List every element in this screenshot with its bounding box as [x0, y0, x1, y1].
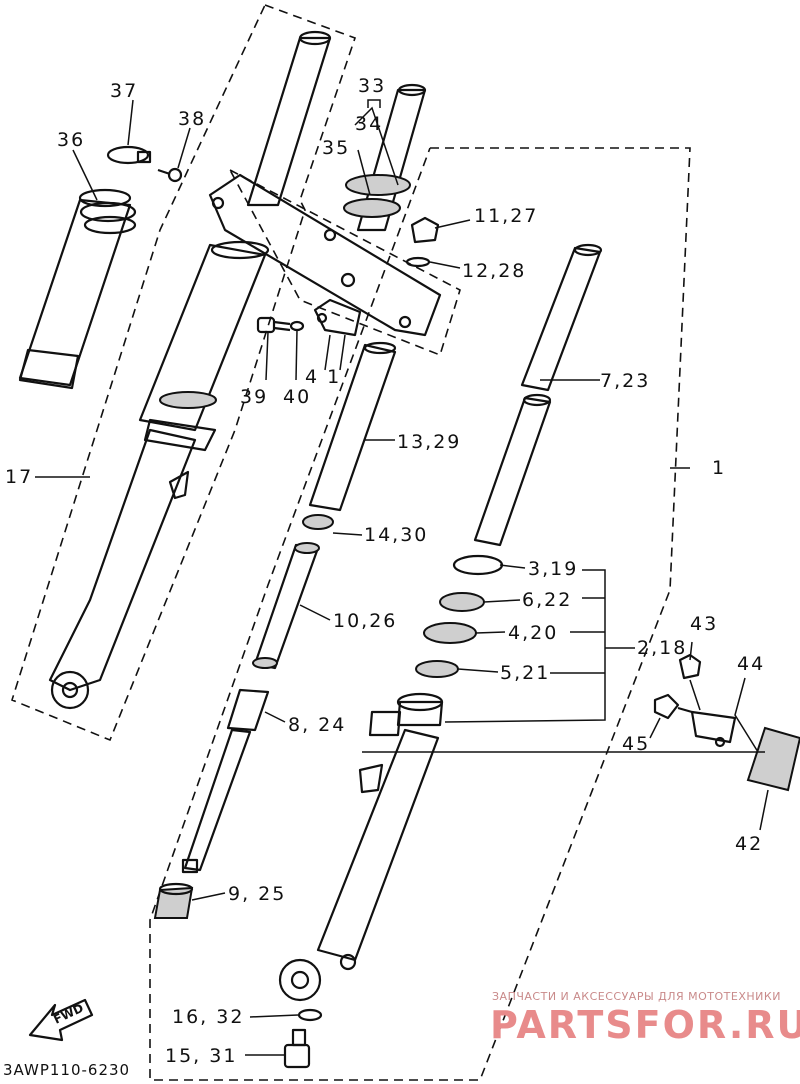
label-9-25: 9, 25	[228, 883, 286, 905]
rebound-spring-rod	[181, 688, 270, 874]
steering-stem	[343, 83, 427, 232]
label-33: 33	[358, 75, 386, 97]
inner-tube-7	[473, 243, 603, 547]
o-ring-12	[405, 256, 431, 268]
label-5-21: 5,21	[500, 662, 550, 684]
label-14-30: 14,30	[364, 524, 428, 546]
label-13-29: 13,29	[397, 431, 461, 453]
label-4-20: 4,20	[508, 622, 558, 644]
label-6-22: 6,22	[522, 589, 572, 611]
label-1: 1	[712, 457, 726, 479]
leader-lines	[35, 99, 769, 1056]
label-34: 34	[355, 113, 383, 135]
label-17: 17	[5, 466, 33, 488]
label-11-27: 11,27	[474, 205, 538, 227]
fwd-arrow: FWD	[28, 998, 94, 1042]
spring-seat-14	[302, 514, 334, 530]
under-bracket	[208, 173, 442, 337]
diagram-code: 3AWP110-6230	[3, 1061, 130, 1079]
bolt-45	[653, 693, 693, 720]
label-8-24: 8, 24	[288, 714, 346, 736]
washer-40	[289, 320, 305, 332]
label-45: 45	[622, 733, 650, 755]
part-labels: 37 38 36 33 34 35 11,27 12,28 39 40 4 1 …	[5, 75, 765, 1067]
copper-washer-16	[297, 1008, 323, 1022]
boot-clamp	[106, 145, 152, 165]
reflector-42	[746, 726, 800, 792]
fwd-label: FWD	[51, 1001, 85, 1027]
label-43: 43	[690, 613, 718, 635]
label-10-26: 10,26	[333, 610, 397, 632]
label-38: 38	[178, 108, 206, 130]
label-2-18: 2,18	[637, 637, 687, 659]
label-12-28: 12,28	[462, 260, 526, 282]
right-fork-assembly-boundary	[149, 147, 691, 1081]
label-7-23: 7,23	[600, 370, 650, 392]
drain-bolt-15	[283, 1028, 311, 1069]
label-3-19: 3,19	[528, 558, 578, 580]
bracket-44	[690, 710, 737, 748]
label-15-31: 15, 31	[165, 1045, 237, 1067]
watermark-tagline: ЗАПЧАСТИ И АКСЕССУАРЫ ДЛЯ МОТОТЕХНИКИ	[492, 990, 781, 1003]
left-fork-outer-assembly	[48, 240, 270, 710]
label-41: 4 1	[305, 366, 341, 388]
label-40: 40	[283, 386, 311, 408]
fork-spring-13	[308, 341, 397, 512]
outer-tube-right	[278, 692, 444, 1002]
fork-boot	[18, 188, 137, 390]
bracket-assembly-boundary	[229, 169, 461, 357]
damper-rod	[252, 542, 320, 670]
label-37: 37	[110, 80, 138, 102]
cable-guide-41	[313, 298, 362, 337]
watermark-logo: PARTSFOR.RU	[490, 1003, 800, 1047]
slide-metal-5	[415, 660, 459, 678]
oil-lock-piece	[153, 882, 194, 919]
clamp-screw	[157, 167, 183, 183]
cap-bolt	[410, 216, 440, 244]
circlip-3	[452, 554, 504, 576]
label-16-32: 16, 32	[172, 1006, 244, 1028]
label-35: 35	[322, 137, 350, 159]
washer-6	[439, 592, 485, 612]
oil-seal-4	[423, 622, 477, 644]
seal-stack	[415, 554, 504, 678]
upper-inner-tube	[246, 30, 332, 207]
label-36: 36	[57, 129, 85, 151]
left-fork-assembly-boundary	[11, 4, 357, 742]
label-42: 42	[735, 833, 763, 855]
bolt-39	[256, 316, 291, 334]
label-44: 44	[737, 653, 765, 675]
label-39: 39	[240, 386, 268, 408]
nut-43	[678, 653, 702, 680]
